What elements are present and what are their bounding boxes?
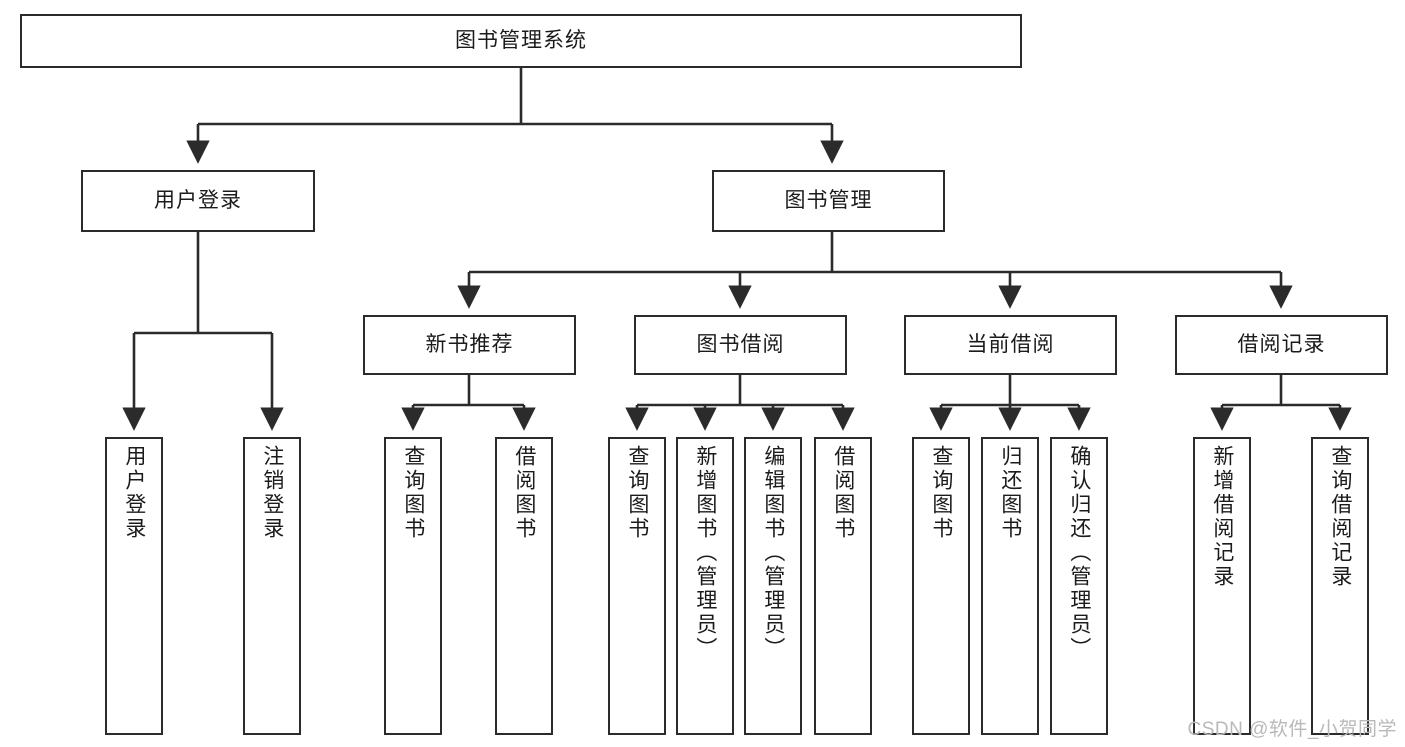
leaf-recommend-borrow-book[interactable]: 借阅图书 xyxy=(495,437,553,735)
leaf-borrow-edit-book-admin[interactable]: 编辑图书（管理员） xyxy=(744,437,802,735)
leaf-current-confirm-return-admin[interactable]: 确认归还（管理员） xyxy=(1050,437,1108,735)
leaf-borrow-borrow-book[interactable]: 借阅图书 xyxy=(814,437,872,735)
node-label: 当前借阅 xyxy=(966,333,1055,357)
leaf-user-logout[interactable]: 注销登录 xyxy=(243,437,301,735)
node-label: 确认归还（管理员） xyxy=(1067,445,1091,661)
node-label: 注销登录 xyxy=(260,445,284,541)
node-book-borrow[interactable]: 图书借阅 xyxy=(634,315,847,375)
node-user-login[interactable]: 用户登录 xyxy=(81,170,315,232)
leaf-recommend-query-book[interactable]: 查询图书 xyxy=(384,437,442,735)
node-label: 查询借阅记录 xyxy=(1328,445,1352,589)
node-current-borrow[interactable]: 当前借阅 xyxy=(904,315,1117,375)
leaf-borrow-query-book[interactable]: 查询图书 xyxy=(608,437,666,735)
node-root-system[interactable]: 图书管理系统 xyxy=(20,14,1022,68)
leaf-record-add-borrow-record[interactable]: 新增借阅记录 xyxy=(1193,437,1251,735)
leaf-current-return-book[interactable]: 归还图书 xyxy=(981,437,1039,735)
node-label: 借阅记录 xyxy=(1237,333,1326,357)
leaf-current-query-book[interactable]: 查询图书 xyxy=(912,437,970,735)
node-label: 图书借阅 xyxy=(696,333,785,357)
node-new-book-recommend[interactable]: 新书推荐 xyxy=(363,315,576,375)
node-label: 用户登录 xyxy=(122,445,146,541)
node-label: 借阅图书 xyxy=(512,445,536,541)
node-label: 新增图书（管理员） xyxy=(693,445,717,661)
node-label: 用户登录 xyxy=(154,189,242,213)
node-label: 新书推荐 xyxy=(425,333,514,357)
node-label: 归还图书 xyxy=(998,445,1022,541)
node-label: 借阅图书 xyxy=(831,445,855,541)
leaf-user-login[interactable]: 用户登录 xyxy=(105,437,163,735)
node-label: 查询图书 xyxy=(401,445,425,541)
node-book-management[interactable]: 图书管理 xyxy=(712,170,945,232)
leaf-borrow-add-book-admin[interactable]: 新增图书（管理员） xyxy=(676,437,734,735)
node-label: 查询图书 xyxy=(929,445,953,541)
node-label: 图书管理系统 xyxy=(455,29,587,53)
node-label: 查询图书 xyxy=(625,445,649,541)
node-borrow-record[interactable]: 借阅记录 xyxy=(1175,315,1388,375)
node-label: 编辑图书（管理员） xyxy=(761,445,785,661)
node-label: 新增借阅记录 xyxy=(1210,445,1234,589)
leaf-record-query-borrow-record[interactable]: 查询借阅记录 xyxy=(1311,437,1369,735)
watermark: CSDN @软件_小贺同学 xyxy=(1187,719,1397,740)
node-label: 图书管理 xyxy=(784,189,873,213)
